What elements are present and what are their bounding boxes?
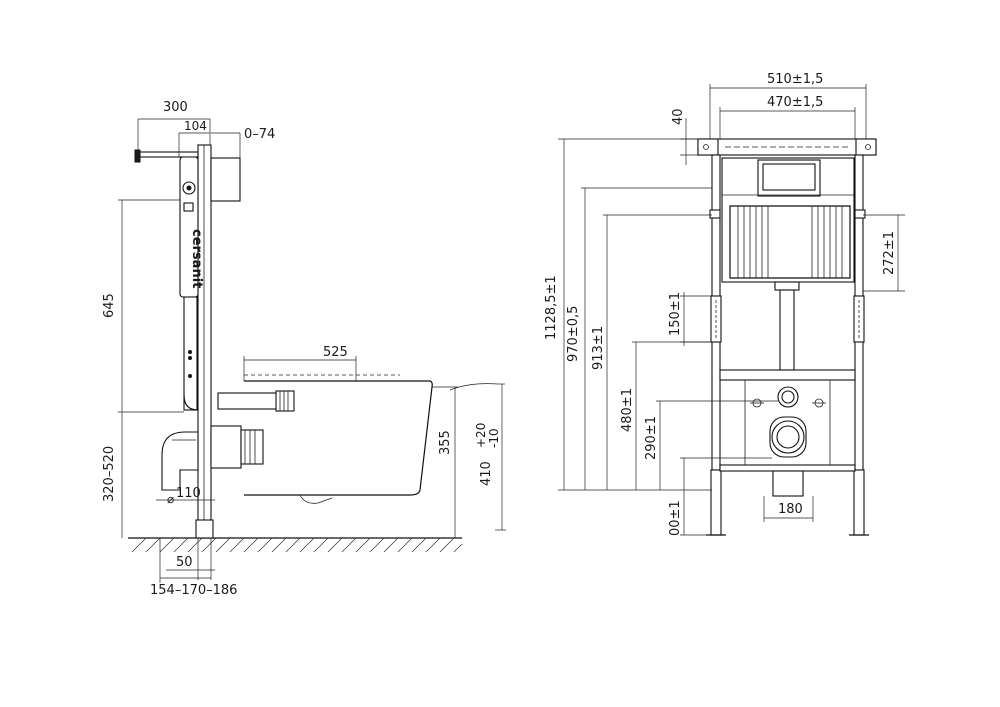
dim-272: 272±1 xyxy=(863,214,905,292)
bracket-end xyxy=(134,149,141,163)
dim-290-label: 290±1 xyxy=(644,416,659,460)
dim-645: 645 xyxy=(102,199,184,413)
dim-154-170-186: 154–170–186 xyxy=(150,538,237,598)
dim-0-74: 0–74 xyxy=(211,127,275,158)
dim-50: 50 xyxy=(166,538,215,580)
dim-970-label: 970±0,5 xyxy=(566,306,581,362)
dim-410: 410 +20 -10 xyxy=(474,383,506,531)
toilet-bowl xyxy=(244,380,433,496)
dim-355-label: 355 xyxy=(438,430,453,455)
floor-hatching xyxy=(128,537,463,553)
dim-355: 355 xyxy=(432,386,458,538)
dim-0-74-label: 0–74 xyxy=(244,127,275,142)
dim-40: 40 xyxy=(671,108,698,165)
brand-label: cersanit xyxy=(189,229,204,288)
drain-elbow xyxy=(161,425,264,491)
dim-470: 470±1,5 xyxy=(719,95,856,139)
dim-525-label: 525 xyxy=(323,345,348,360)
dim-525: 525 xyxy=(243,345,357,381)
water-connector xyxy=(217,390,295,412)
dim-plus20-label: +20 xyxy=(474,423,488,448)
flush-plate xyxy=(210,157,241,202)
dim-913-label: 913±1 xyxy=(591,326,606,370)
dim-150-label: 150±1 xyxy=(668,292,683,336)
dim-154-170-186-label: 154–170–186 xyxy=(150,583,237,598)
dim-645-label: 645 xyxy=(102,293,117,318)
dim-470-label: 470±1,5 xyxy=(767,95,823,110)
dim-1128-label: 1128,5±1 xyxy=(544,275,559,340)
dim-180-label: 180 xyxy=(778,502,803,517)
frame-post xyxy=(195,144,214,539)
side-view: cersanit xyxy=(102,100,506,598)
dim-40-label: 40 xyxy=(671,108,686,125)
dim-290: 290±1 xyxy=(644,400,778,490)
flush-pipe xyxy=(779,289,795,371)
dim-480: 480±1 xyxy=(620,341,711,490)
dim-00: 00±1 xyxy=(668,457,772,536)
dim-110-label: 110 xyxy=(176,486,201,501)
dim-300: 300 xyxy=(137,100,211,150)
top-crossbar xyxy=(697,138,877,156)
dim-970: 970±0,5 xyxy=(566,187,712,490)
dim-1128: 1128,5±1 xyxy=(544,138,712,491)
drain-outlet xyxy=(769,416,807,497)
diameter-symbol: ⌀ xyxy=(167,492,174,506)
rails xyxy=(709,209,866,343)
dim-150: 150±1 xyxy=(668,292,711,346)
dim-300-label: 300 xyxy=(163,100,188,115)
dim-minus10-label: -10 xyxy=(487,428,501,448)
water-inlet xyxy=(750,386,826,408)
front-cistern xyxy=(721,157,855,291)
dim-00-label: 00±1 xyxy=(668,500,683,536)
dim-104-label: 104 xyxy=(184,119,207,133)
dim-50-label: 50 xyxy=(176,555,193,570)
dim-480-label: 480±1 xyxy=(620,388,635,432)
front-view: 510±1,5 470±1,5 40 1128,5±1 970±0,5 xyxy=(544,72,905,536)
dim-320-520-label: 320–520 xyxy=(102,446,117,502)
dim-104: 104 xyxy=(178,119,210,157)
cistern: cersanit xyxy=(179,156,204,411)
dim-510-label: 510±1,5 xyxy=(767,72,823,87)
dim-410-label: 410 xyxy=(479,461,494,486)
dim-272-label: 272±1 xyxy=(882,231,897,275)
bowl-bottom xyxy=(299,494,333,504)
dim-180: 180 xyxy=(763,496,814,522)
top-bracket xyxy=(136,151,199,158)
dim-913: 913±1 xyxy=(591,214,712,490)
lower-crossbars xyxy=(719,369,856,472)
bowl-arc xyxy=(449,383,499,391)
dim-110: ⌀ 110 xyxy=(156,486,215,506)
dim-510: 510±1,5 xyxy=(709,72,867,139)
dim-320-520: 320–520 xyxy=(102,412,123,538)
